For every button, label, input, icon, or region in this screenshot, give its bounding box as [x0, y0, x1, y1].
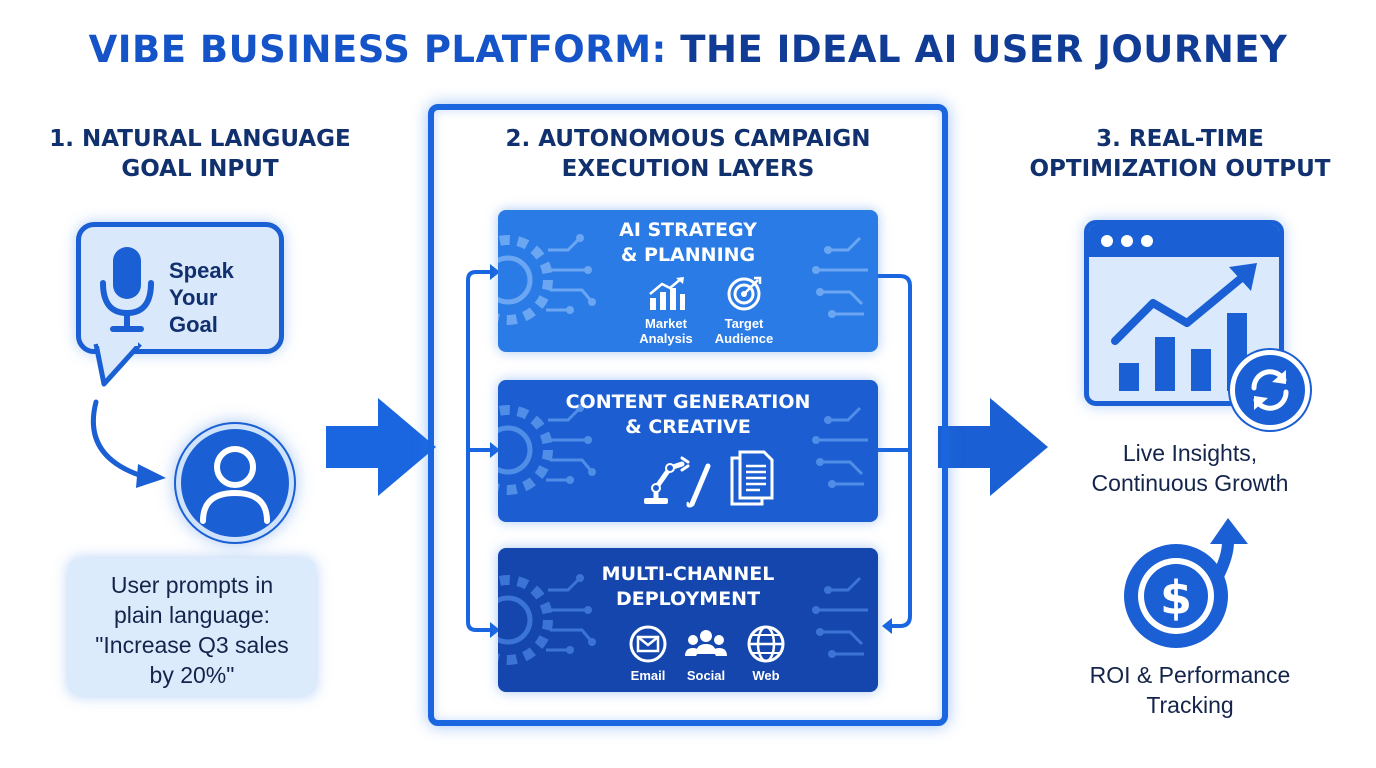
- user-icon: [200, 446, 270, 524]
- people-icon: [685, 630, 727, 656]
- speak-goal-bubble: Speak Your Goal: [76, 222, 284, 354]
- output-column-heading: 3. REAL-TIME OPTIMIZATION OUTPUT: [1029, 126, 1331, 182]
- circuit-gear-decoration: [498, 404, 868, 495]
- window-dot: [1121, 235, 1133, 247]
- speak-goal-label: Speak Your Goal: [169, 258, 234, 337]
- layer-connector-arrows: [466, 264, 912, 638]
- refresh-badge: [1230, 350, 1310, 430]
- social-channel-item: Social: [680, 624, 732, 683]
- globe-icon: [747, 625, 785, 663]
- svg-text:$: $: [1160, 571, 1192, 625]
- layer-3-title: MULTI-CHANNEL DEPLOYMENT: [601, 563, 775, 610]
- user-prompt-box: User prompts in plain language: "Increas…: [68, 558, 316, 696]
- bar-chart-icon: [649, 277, 685, 310]
- document-item: [724, 450, 780, 512]
- email-icon: [629, 625, 667, 663]
- robot-arm-brush-icon: [644, 456, 711, 508]
- speech-bubble-tail: [93, 340, 142, 387]
- email-channel-item: Email: [622, 624, 674, 683]
- window-title-bar: [1089, 225, 1279, 257]
- layer-1-title: AI STRATEGY & PLANNING: [619, 219, 757, 266]
- live-insights-caption: Live Insights, Continuous Growth: [1091, 440, 1289, 496]
- curved-arrow-icon: [90, 399, 166, 488]
- window-dot: [1101, 235, 1113, 247]
- dollar-growth-icon: $: [1124, 518, 1248, 648]
- layer-content-generation: CONTENT GENERATION & CREATIVE: [498, 380, 878, 522]
- layer-strategy-planning: AI STRATEGY & PLANNING Market Analysis T…: [498, 210, 878, 352]
- target-audience-item: Target Audience: [706, 276, 782, 346]
- title-part-1: VIBE BUSINESS PLATFORM:: [88, 28, 681, 71]
- web-channel-item: Web: [740, 624, 792, 683]
- execution-layers-frame: [428, 104, 948, 726]
- creative-robot-item: [636, 452, 716, 512]
- circuit-gear-decoration: [498, 234, 868, 325]
- roi-tracking-caption: ROI & Performance Tracking: [1089, 662, 1291, 718]
- layer-multichannel-deployment: MULTI-CHANNEL DEPLOYMENT Email Social We…: [498, 548, 878, 692]
- execution-to-output-arrow-icon: [938, 398, 1048, 496]
- document-icon: [730, 450, 774, 506]
- input-column-heading: 1. NATURAL LANGUAGE GOAL INPUT: [49, 126, 351, 182]
- market-analysis-item: Market Analysis: [628, 276, 704, 346]
- circuit-gear-decoration: [498, 574, 868, 665]
- target-icon: [727, 276, 762, 311]
- refresh-icon: [1251, 369, 1289, 411]
- execution-column-heading: 2. AUTONOMOUS CAMPAIGN EXECUTION LAYERS: [505, 126, 871, 182]
- user-avatar: [176, 424, 294, 542]
- input-to-execution-arrow-icon: [326, 398, 436, 496]
- page-title: VIBE BUSINESS PLATFORM: THE IDEAL AI USE…: [0, 28, 1376, 71]
- title-part-2: THE IDEAL AI USER JOURNEY: [680, 28, 1288, 71]
- window-dot: [1141, 235, 1153, 247]
- microphone-icon: [100, 247, 154, 332]
- layer-2-title: CONTENT GENERATION & CREATIVE: [565, 391, 811, 438]
